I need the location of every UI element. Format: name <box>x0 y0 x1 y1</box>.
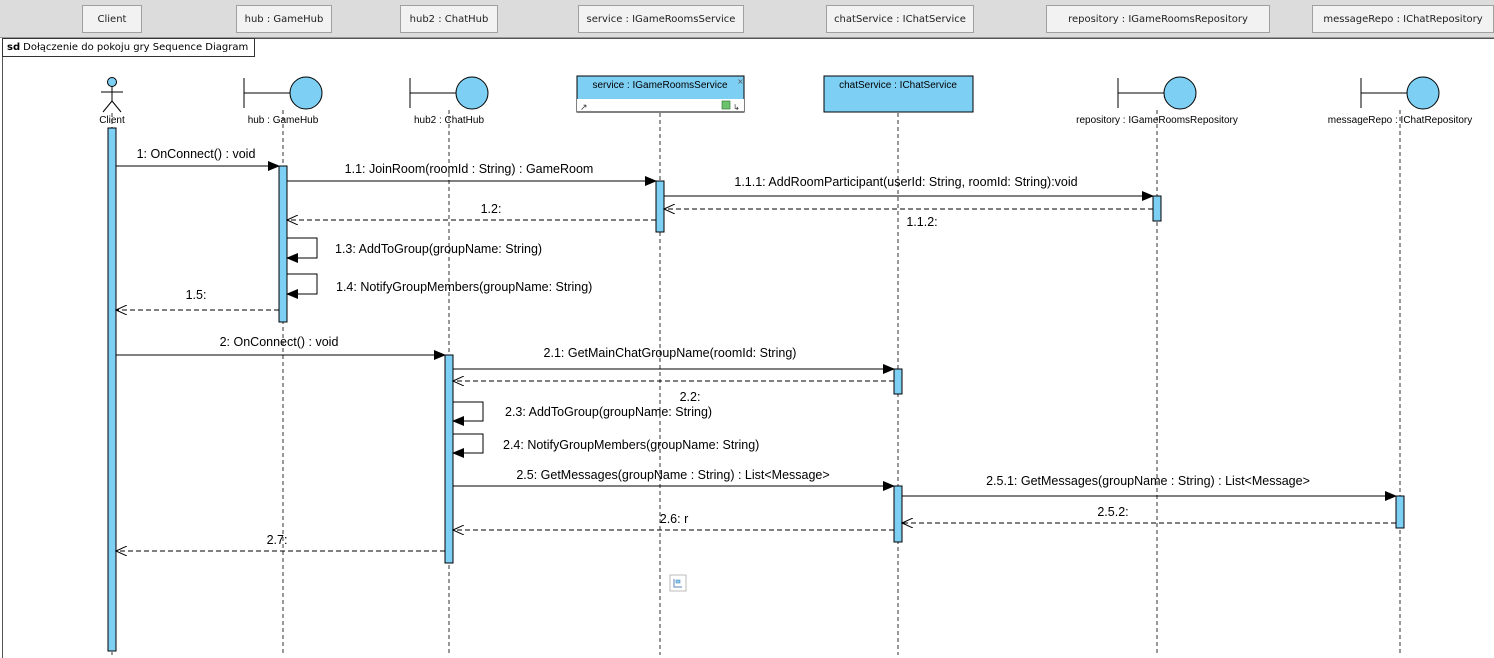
message-label-2-4: 2.4: NotifyGroupMembers(groupName: Strin… <box>503 438 759 452</box>
message-label-1-3: 1.3: AddToGroup(groupName: String) <box>335 242 542 256</box>
message-label-1-2: 1.2: <box>481 202 502 216</box>
message-arrow-2-3[interactable] <box>452 401 484 426</box>
message-label-1-1-2: 1.1.2: <box>906 215 937 229</box>
message-label-2-1: 2.1: GetMainChatGroupName(roomId: String… <box>544 346 797 360</box>
activation-hub[interactable] <box>278 165 288 323</box>
header-cell-chatservice[interactable]: chatService : IChatService <box>826 5 974 33</box>
header-cell-hub[interactable]: hub : GameHub <box>236 5 332 33</box>
model-icon[interactable]: ↳ <box>733 103 740 112</box>
frame-title: Dołączenie do pokoju gry Sequence Diagra… <box>23 42 249 53</box>
message-label-1-1-1: 1.1.1: AddRoomParticipant(userId: String… <box>734 175 1077 189</box>
lifeline-label-client: Client <box>99 115 125 126</box>
header-cell-client[interactable]: Client <box>82 5 142 33</box>
header-cell-hub2[interactable]: hub2 : ChatHub <box>400 5 498 33</box>
hub2-boundary-icon[interactable] <box>409 76 489 110</box>
message-label-2-6: 2.6: r <box>660 512 689 526</box>
lifeline-header-bar: Client hub : GameHub hub2 : ChatHub serv… <box>0 0 1494 38</box>
client-actor-icon[interactable] <box>101 77 123 113</box>
header-cell-repository[interactable]: repository : IGameRoomsRepository <box>1046 5 1270 33</box>
hub-boundary-icon[interactable] <box>243 76 323 110</box>
header-cell-messagerepo[interactable]: messageRepo : IChatRepository <box>1312 5 1494 33</box>
repository-boundary-icon[interactable] <box>1117 76 1197 110</box>
message-label-1-1: 1.1: JoinRoom(roomId : String) : GameRoo… <box>345 162 594 176</box>
lifeline-label-hub2: hub2 : ChatHub <box>414 115 484 126</box>
message-label-1-5: 1.5: <box>186 288 207 302</box>
close-icon[interactable]: × <box>737 77 744 86</box>
message-label-2-7: 2.7: <box>267 533 288 547</box>
message-arrow-1-3[interactable] <box>286 237 318 263</box>
activation-service[interactable] <box>655 180 665 233</box>
service-lifeline-box[interactable]: service : IGameRoomsService ↗ × ↳ <box>576 75 745 113</box>
diagram-frame <box>2 38 1494 658</box>
link-arrow-icon[interactable]: ↗ <box>580 103 588 113</box>
message-label-2-5: 2.5: GetMessages(groupName : String) : L… <box>516 468 829 482</box>
lifeline-label-chatservice: chatService : IChatService <box>839 80 957 91</box>
message-label-1: 1: OnConnect() : void <box>137 147 256 161</box>
message-label-1-4: 1.4: NotifyGroupMembers(groupName: Strin… <box>336 280 592 294</box>
resize-icon[interactable] <box>721 100 731 110</box>
activation-messagerepo[interactable] <box>1395 495 1405 529</box>
activation-repository[interactable] <box>1152 195 1162 222</box>
chatservice-lifeline-box[interactable]: chatService : IChatService <box>823 75 974 113</box>
lifeline-label-repository: repository : IGameRoomsRepository <box>1076 115 1238 126</box>
lifeline-label-service: service : IGameRoomsService <box>592 80 727 91</box>
activation-chatservice-1[interactable] <box>893 368 903 395</box>
message-label-2: 2: OnConnect() : void <box>220 335 339 349</box>
header-cell-service[interactable]: service : IGameRoomsService <box>578 5 744 33</box>
lifeline-label-hub: hub : GameHub <box>248 115 319 126</box>
activation-chatservice-2[interactable] <box>893 485 903 543</box>
message-label-2-3: 2.3: AddToGroup(groupName: String) <box>505 405 712 419</box>
activation-client[interactable] <box>107 127 117 652</box>
message-label-2-5-1: 2.5.1: GetMessages(groupName : String) :… <box>986 474 1310 488</box>
frame-keyword: sd <box>7 42 21 53</box>
message-label-2-2: 2.2: <box>680 390 701 404</box>
lifeline-label-messagerepo: messageRepo : IChatRepository <box>1328 115 1473 126</box>
diagram-overview-icon[interactable] <box>669 574 687 592</box>
messagerepo-boundary-icon[interactable] <box>1360 76 1440 110</box>
message-label-2-5-2: 2.5.2: <box>1097 505 1128 519</box>
activation-hub2[interactable] <box>444 354 454 564</box>
message-arrow-1-4[interactable] <box>286 273 318 299</box>
message-arrow-2-4[interactable] <box>452 433 484 458</box>
